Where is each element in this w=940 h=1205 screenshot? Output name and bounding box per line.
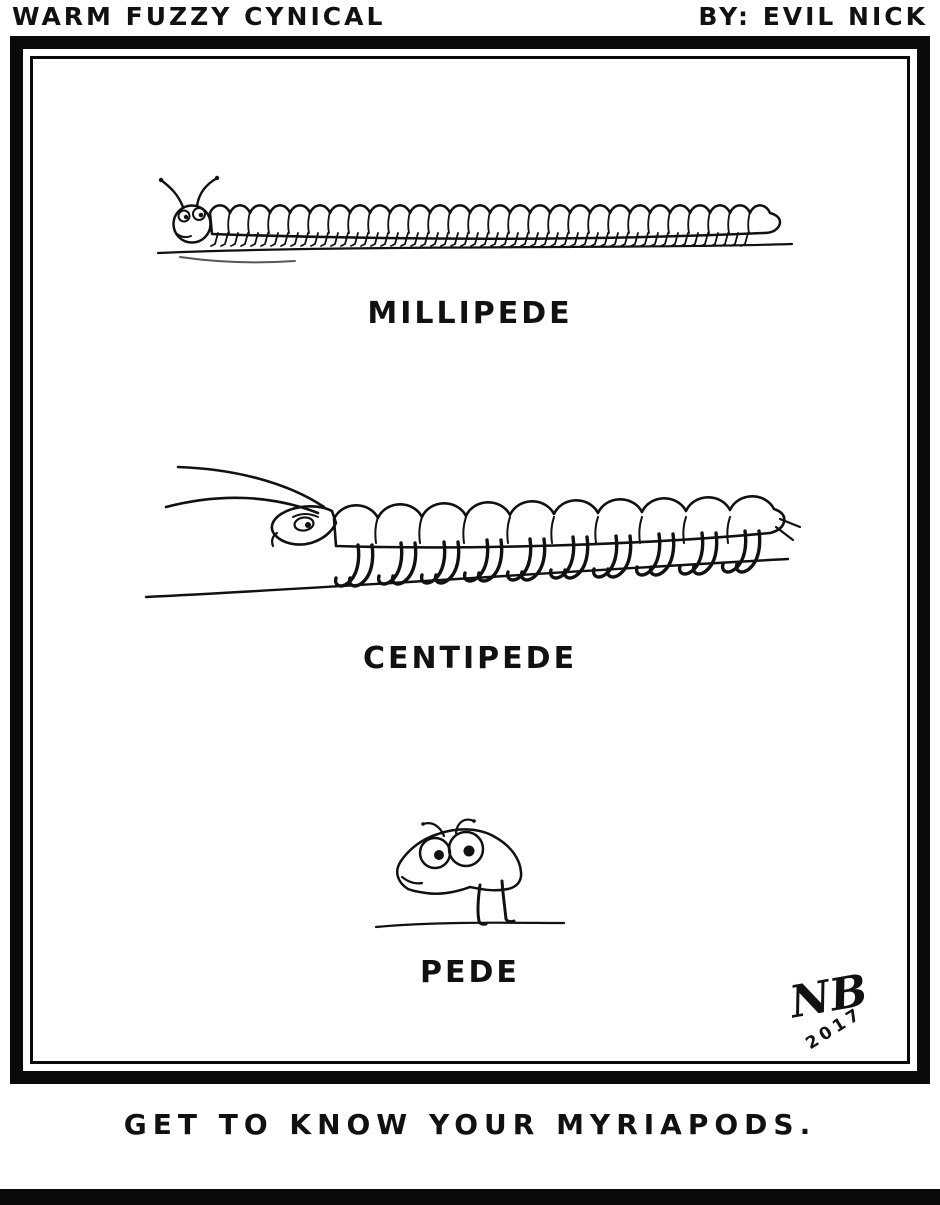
comic-masthead: WARM FUZZY CYNICAL BY: EVIL NICK xyxy=(0,0,940,36)
pede-ground-line xyxy=(374,921,566,929)
centipede-body xyxy=(332,494,802,549)
artist-signature: NB 2017 xyxy=(786,965,874,1054)
millipede-ground-line xyxy=(156,242,794,264)
comic-caption: GET TO KNOW YOUR MYRIAPODS. xyxy=(123,1108,817,1141)
comic-frame-inner: MILLIPEDE xyxy=(30,56,910,1064)
panel-pede: PEDE xyxy=(33,781,907,990)
millipede-label: MILLIPEDE xyxy=(367,296,573,331)
pede-head xyxy=(418,818,485,870)
pede-drawing xyxy=(374,818,566,929)
centipede-ground-line xyxy=(144,557,790,599)
millipede-head xyxy=(158,175,220,244)
bottom-edge-bar xyxy=(0,1189,940,1205)
millipede-drawing xyxy=(156,175,794,264)
panel-millipede: MILLIPEDE xyxy=(33,147,907,331)
millipede-body xyxy=(208,204,782,240)
comic-frame: MILLIPEDE xyxy=(10,36,930,1084)
panel-centipede: CENTIPEDE xyxy=(33,457,907,676)
centipede-label: CENTIPEDE xyxy=(362,641,578,676)
pede-label: PEDE xyxy=(420,955,520,990)
pede-body xyxy=(395,828,523,895)
pede-legs xyxy=(476,879,516,926)
centipede-head xyxy=(164,465,338,548)
centipede-drawing xyxy=(144,465,802,599)
comic-byline: BY: EVIL NICK xyxy=(698,2,928,31)
comic-title: WARM FUZZY CYNICAL xyxy=(12,2,386,31)
